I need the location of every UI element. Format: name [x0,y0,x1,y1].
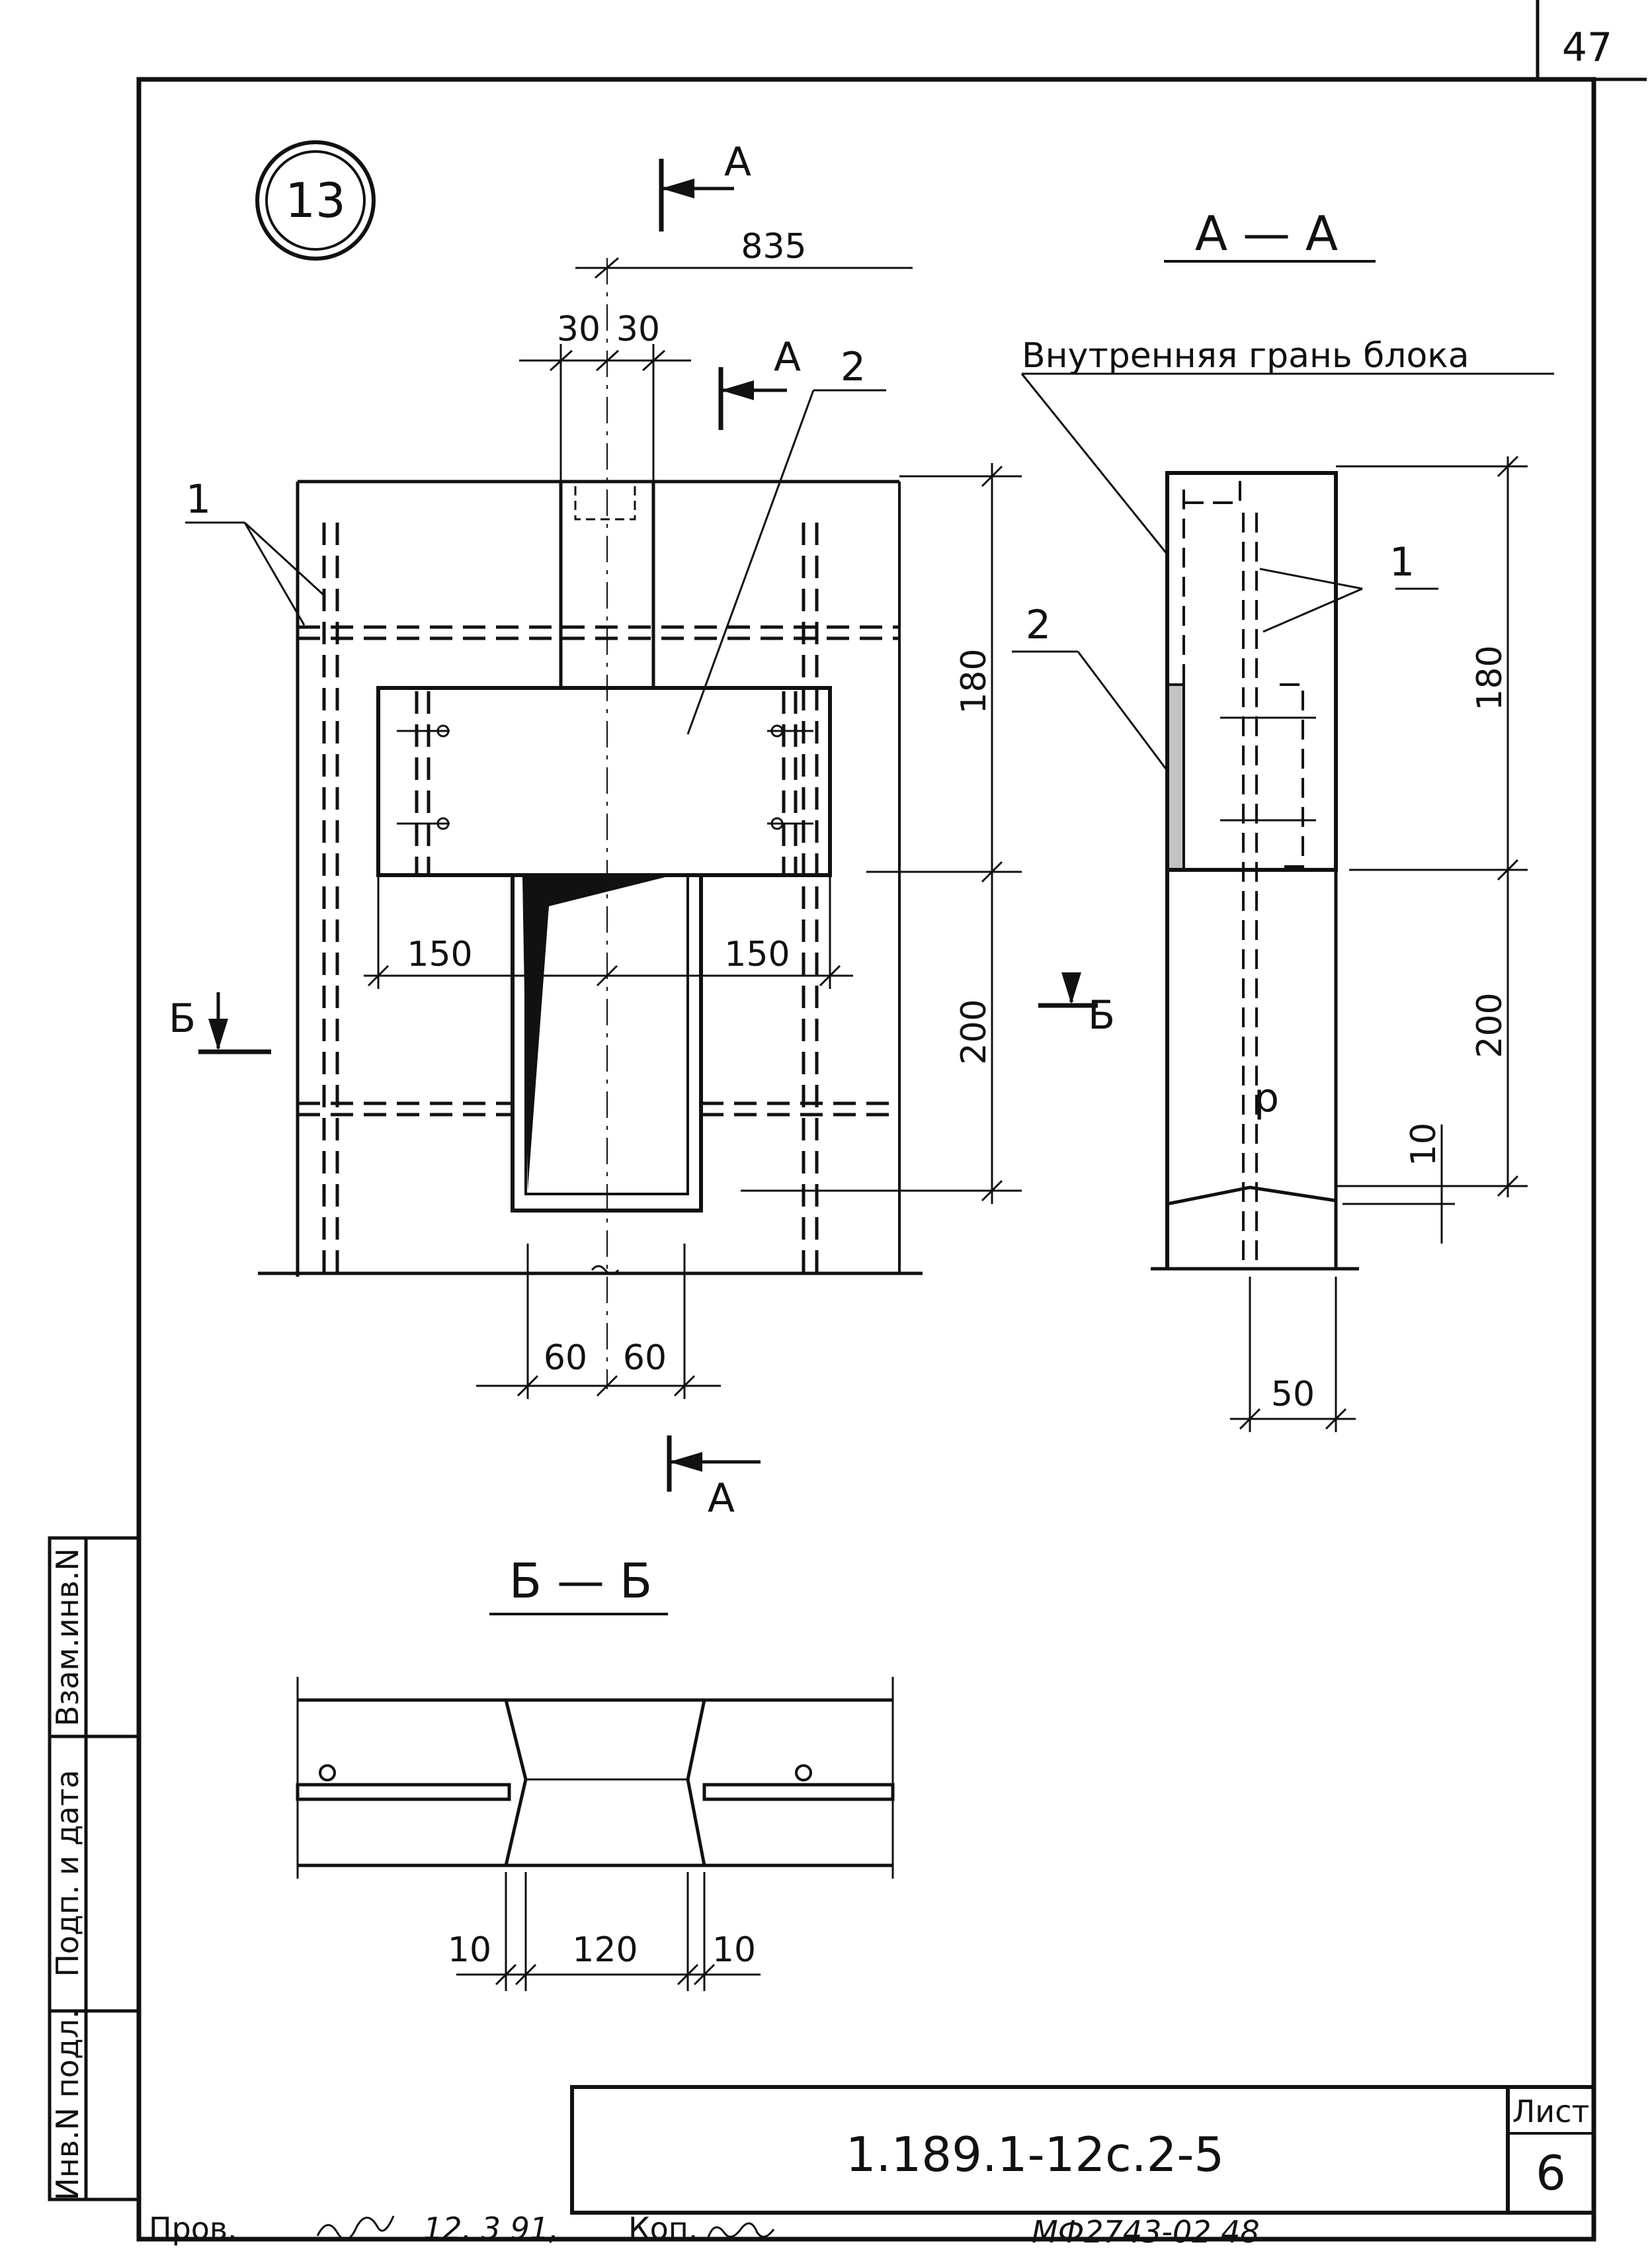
copied-label: Коп. [628,2211,698,2246]
dim-200: 200 [954,999,994,1064]
side-stamp-vzam-inv: Взам.инв.N [50,1548,85,1726]
section-letter-a-top: A [724,139,751,185]
doc-code: 1.189.1-12с.2-5 [846,2127,1224,2182]
node-number: 13 [285,173,346,228]
signature-mark [316,2215,395,2240]
section-mark-a-inner [718,367,787,430]
dim-835: 835 [741,227,806,267]
signature-date: 12. 3 91, [423,2211,559,2246]
section-aa-title: А — А [1195,206,1338,261]
dim-60-left: 60 [544,1338,587,1378]
side-stamp [48,1536,141,2201]
side-stamp-podp-data: Подп. и дата [50,1769,85,1977]
copier-signature-mark [706,2222,775,2240]
sheet-label: Лист [1512,2094,1590,2129]
callout-1-main: 1 [186,476,211,523]
section-letter-b-right: Б [1088,992,1115,1039]
aside-mark: р [1254,1075,1279,1121]
title-block [570,2085,1596,2215]
node-number-badge: 13 [255,140,376,261]
section-mark-b-right [1038,972,1098,1008]
checked-label: Пров. [149,2211,237,2246]
section-mark-a-bottom [667,1435,761,1492]
section-bb-view [296,1677,895,1991]
dim-180: 180 [954,648,994,714]
main-view-dimensions [185,257,1022,1399]
dim-10-bb-right: 10 [712,1930,756,1970]
dim-200-aa: 200 [1470,992,1510,1058]
section-letter-a-inner: A [774,334,801,380]
sheet-number-top: 47 [1562,24,1612,71]
callout-2-main: 2 [841,344,866,390]
archive-code: МФ2743-02 48 [1032,2214,1260,2250]
dim-30-right: 30 [616,310,660,349]
section-letter-b-left: Б [169,996,196,1042]
dim-150-right: 150 [724,935,790,974]
section-mark-a-top [659,159,734,232]
dim-10-aa: 10 [1404,1123,1444,1166]
sheet-number: 6 [1536,2145,1566,2201]
sheet-frame [136,0,1647,2242]
callout-2-aa: 2 [1026,602,1051,648]
section-mark-b-left [198,992,271,1054]
dim-180-aa: 180 [1470,645,1510,710]
section-aa-view [1012,372,1554,1432]
section-letter-a-bottom: A [708,1475,735,1521]
inner-face-label: Внутренняя грань блока [1022,336,1469,376]
dim-150-left: 150 [407,935,472,974]
side-stamp-inv-podl: Инв.N подл. [50,2009,85,2200]
dim-60-right: 60 [623,1338,667,1378]
dim-30-left: 30 [557,310,600,349]
callout-1-aa: 1 [1389,539,1415,585]
dim-50: 50 [1271,1375,1315,1414]
dim-10-bb-left: 10 [448,1930,491,1970]
dim-120: 120 [572,1930,638,1970]
section-bb-title: Б — Б [509,1553,653,1609]
main-view [258,258,923,1389]
